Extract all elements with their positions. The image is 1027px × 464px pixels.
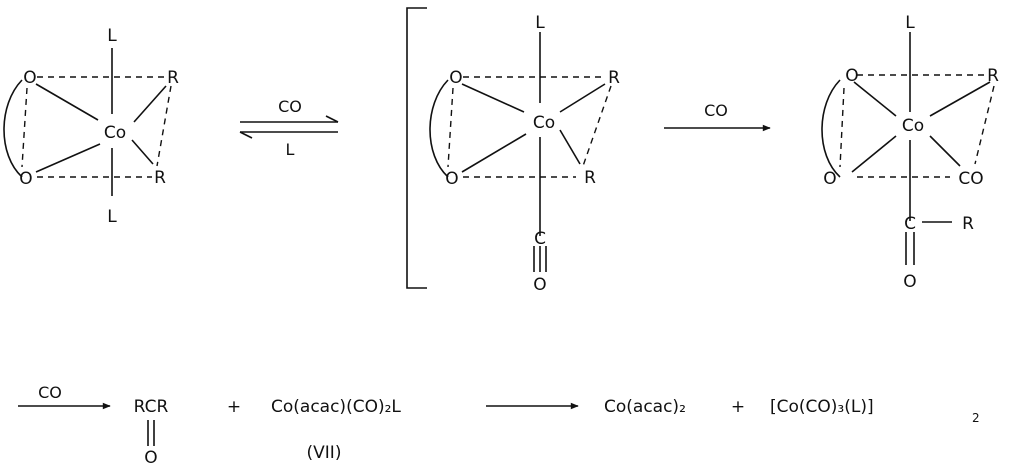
elimination-equation: CO RCR O + Co(acac)(CO)₂L (VII) Co(acac)… bbox=[18, 383, 980, 464]
o-atom: O bbox=[533, 275, 546, 295]
r-atom: R bbox=[154, 168, 166, 188]
l-ligand: L bbox=[535, 13, 545, 33]
equilibrium-reverse-label: L bbox=[286, 140, 295, 159]
cobalt-carbonyl-dimer: [Co(CO)₃(L)] bbox=[770, 397, 874, 417]
cobalt-acac-product: Co(acac)₂ bbox=[604, 397, 686, 417]
intermediate-vii: Co(acac)(CO)₂L bbox=[271, 397, 401, 417]
co-atom: Co bbox=[104, 123, 126, 143]
l-ligand: L bbox=[905, 13, 915, 33]
c-atom: C bbox=[904, 214, 916, 234]
r-atom: R bbox=[608, 68, 620, 88]
o-atom: O bbox=[903, 272, 916, 292]
insertion-arrow: CO bbox=[664, 101, 771, 132]
acyl-carbonyl: CO bbox=[958, 169, 983, 189]
o-atom: O bbox=[23, 68, 36, 88]
compound-label-vii: (VII) bbox=[307, 443, 342, 463]
r-atom: R bbox=[167, 68, 179, 88]
equilibrium-forward-label: CO bbox=[278, 97, 302, 116]
l-ligand: L bbox=[107, 26, 117, 46]
c-atom: C bbox=[534, 229, 546, 249]
o-atom: O bbox=[445, 169, 458, 189]
o-atom: O bbox=[823, 169, 836, 189]
co-atom: Co bbox=[902, 116, 924, 136]
o-atom: O bbox=[19, 169, 32, 189]
plus-sign: + bbox=[227, 397, 241, 417]
r-atom: R bbox=[987, 66, 999, 86]
l-ligand: L bbox=[107, 207, 117, 227]
starting-complex: Co O O R R L L bbox=[3, 26, 179, 227]
co-atom: Co bbox=[533, 113, 555, 133]
r-atom: R bbox=[962, 214, 974, 234]
ketone-oxygen: O bbox=[144, 448, 157, 464]
o-atom: O bbox=[845, 66, 858, 86]
acyl-complex: Co O O R CO L C R O bbox=[821, 13, 999, 292]
carbonyl-intermediate: Co O O R R L C O bbox=[406, 7, 620, 295]
elimination-label: CO bbox=[38, 383, 62, 402]
equilibrium-arrows: CO L bbox=[239, 97, 339, 159]
insertion-label: CO bbox=[704, 101, 728, 120]
ketone-product: RCR bbox=[134, 397, 169, 417]
dimer-subscript: 2 bbox=[972, 411, 980, 425]
r-atom: R bbox=[584, 168, 596, 188]
plus-sign: + bbox=[731, 397, 745, 417]
o-atom: O bbox=[449, 68, 462, 88]
